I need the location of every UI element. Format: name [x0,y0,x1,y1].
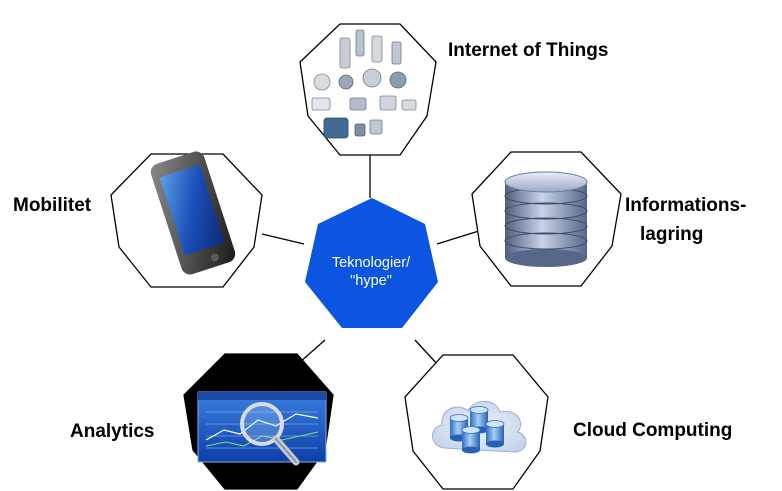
mobile-label: Mobilitet [13,195,92,216]
connector-cloud [414,339,439,366]
industrial-devices-icon [311,29,417,139]
analytics-magnifier-icon [197,391,327,466]
node-analytics: Analytics [70,353,334,490]
cloud-label: Cloud Computing [573,420,732,441]
storage-label-line2: lagring [640,224,703,245]
center-node: Teknologier/ "hype" [305,198,438,328]
connector-mobile [261,233,305,245]
node-iot: Internet of Things [299,23,608,156]
storage-label-line1: Informations- [625,195,746,216]
center-heptagon [305,198,438,328]
node-mobile: Mobilitet [13,151,263,288]
cloud-database-icon [432,400,527,454]
node-cloud: Cloud Computing [404,354,732,490]
database-icon [504,171,588,267]
center-label-line2: "hype" [350,273,392,289]
iot-label: Internet of Things [448,40,608,61]
connector-analytics [299,339,326,363]
analytics-label: Analytics [70,421,154,442]
connector-storage [436,229,483,245]
smartphone-icon [150,151,236,275]
node-storage: Informations- lagring [471,151,746,287]
connectors [261,155,483,366]
center-label-line1: Teknologier/ [332,255,411,271]
